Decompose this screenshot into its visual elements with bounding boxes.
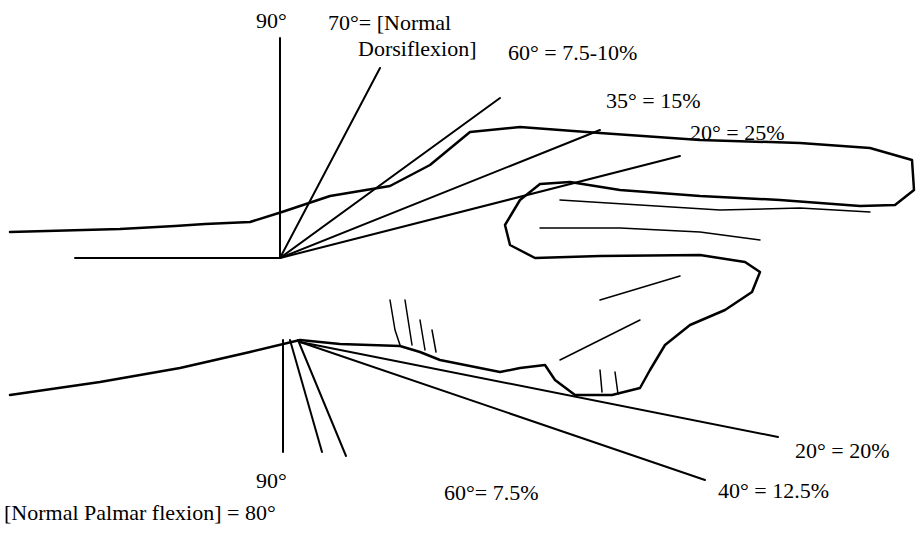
angle-label: 20° = 25%	[690, 120, 785, 146]
angle-line	[282, 340, 284, 452]
palm-detail	[390, 300, 618, 394]
angle-line	[280, 68, 380, 258]
angle-label: 90°	[256, 8, 287, 34]
angle-label: 60° = 7.5-10%	[508, 40, 637, 66]
angle-label: 70°= [Normal Dorsiflexion]	[328, 10, 528, 62]
angle-label: 35° = 15%	[606, 88, 701, 114]
hand-outline	[10, 127, 914, 395]
angle-line	[298, 340, 346, 456]
angle-line	[280, 130, 600, 258]
angle-label: 20° = 20%	[795, 438, 890, 464]
angle-label: 40° = 12.5%	[718, 478, 829, 504]
angle-line	[280, 98, 500, 258]
angle-label: [Normal Palmar flexion] = 80°	[4, 500, 276, 526]
angle-label: 60°= 7.5%	[444, 480, 539, 506]
baseline	[75, 257, 280, 259]
angle-line	[280, 156, 680, 258]
angle-line	[279, 38, 281, 258]
angle-label: 90°	[256, 468, 287, 494]
angle-line	[300, 342, 778, 437]
finger-crease	[540, 200, 870, 360]
